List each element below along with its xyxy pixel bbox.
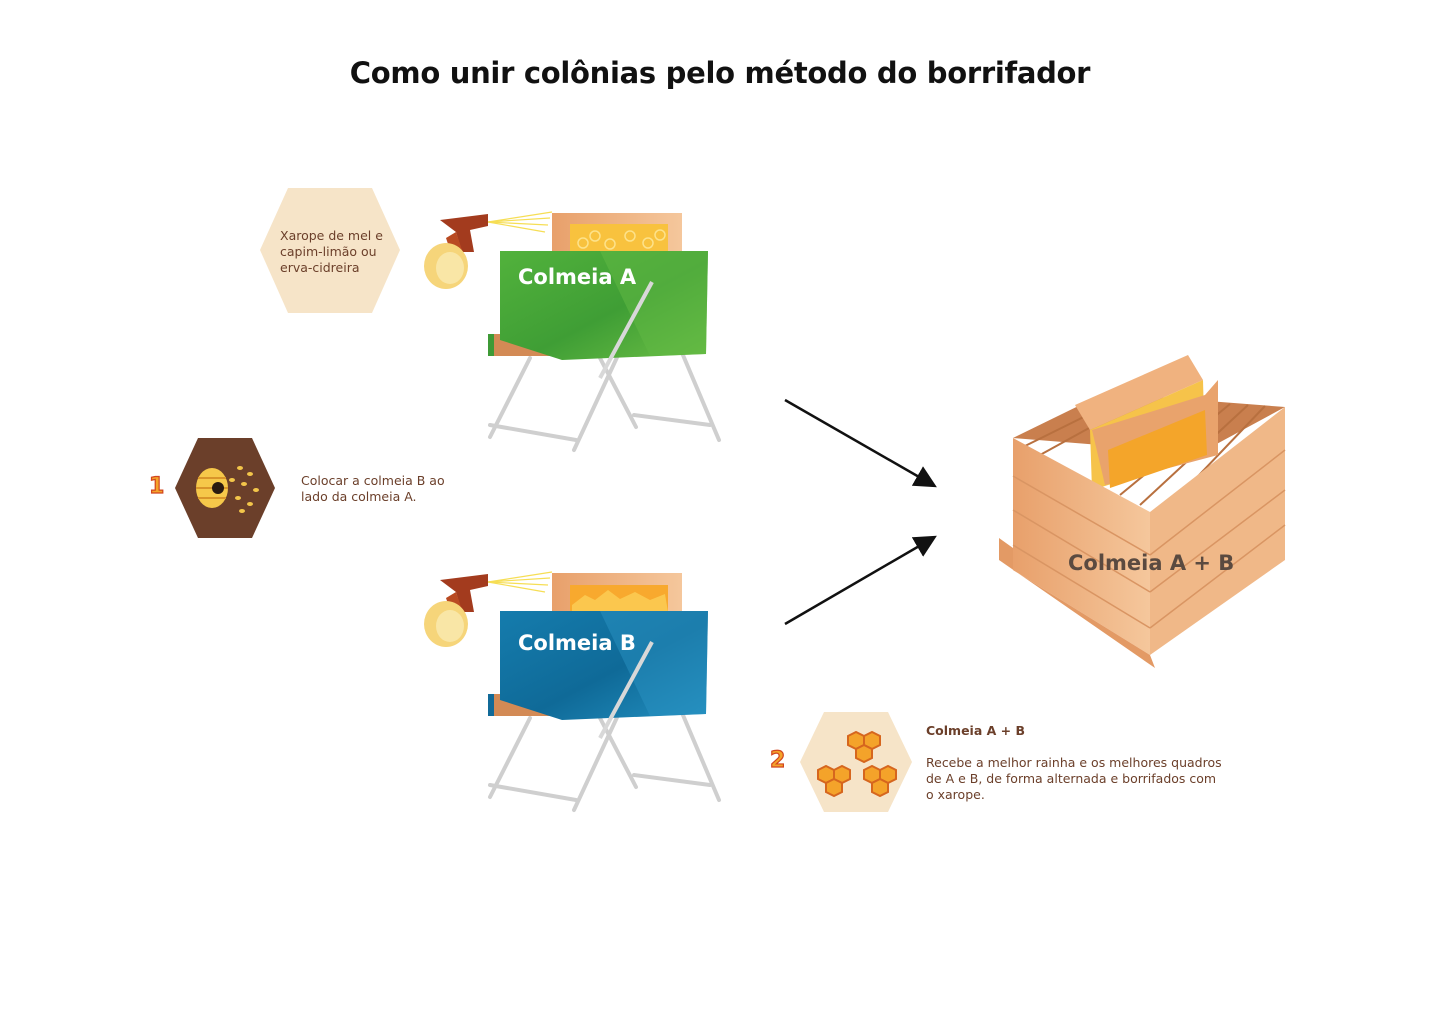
step-2-hexagon — [800, 712, 912, 812]
hive-a-stand — [598, 281, 654, 379]
arrow-a-to-ab — [784, 398, 937, 488]
step-1-number: 1 — [148, 473, 165, 499]
hive-a-label: Colmeia A — [518, 265, 637, 289]
arrow-b-to-ab — [784, 535, 937, 626]
step-1-hexagon — [175, 438, 275, 538]
page-title: Como unir colônias pelo método do borrif… — [349, 56, 1091, 90]
step-2-text: Recebe a melhor rainha e os melhores qua… — [926, 755, 1222, 802]
hive-b-stand — [598, 641, 654, 739]
hive-ab-label: Colmeia A + B — [1068, 551, 1234, 575]
hive-ab-illustration — [999, 355, 1286, 668]
step-1-text: Colocar a colmeia B ao lado da colmeia A… — [301, 473, 445, 504]
step-2-title: Colmeia A + B — [926, 723, 1025, 738]
hive-b-illustration — [488, 573, 721, 812]
hive-b-label: Colmeia B — [518, 631, 636, 655]
spray-bottle-icon — [424, 211, 553, 289]
step-2-number: 2 — [769, 747, 786, 773]
hive-a-illustration — [488, 213, 721, 452]
syrup-note-hexagon — [260, 188, 400, 313]
spray-bottle-icon — [424, 571, 553, 647]
syrup-note-text: Xarope de mel e capim-limão ou erva-cidr… — [280, 228, 383, 275]
